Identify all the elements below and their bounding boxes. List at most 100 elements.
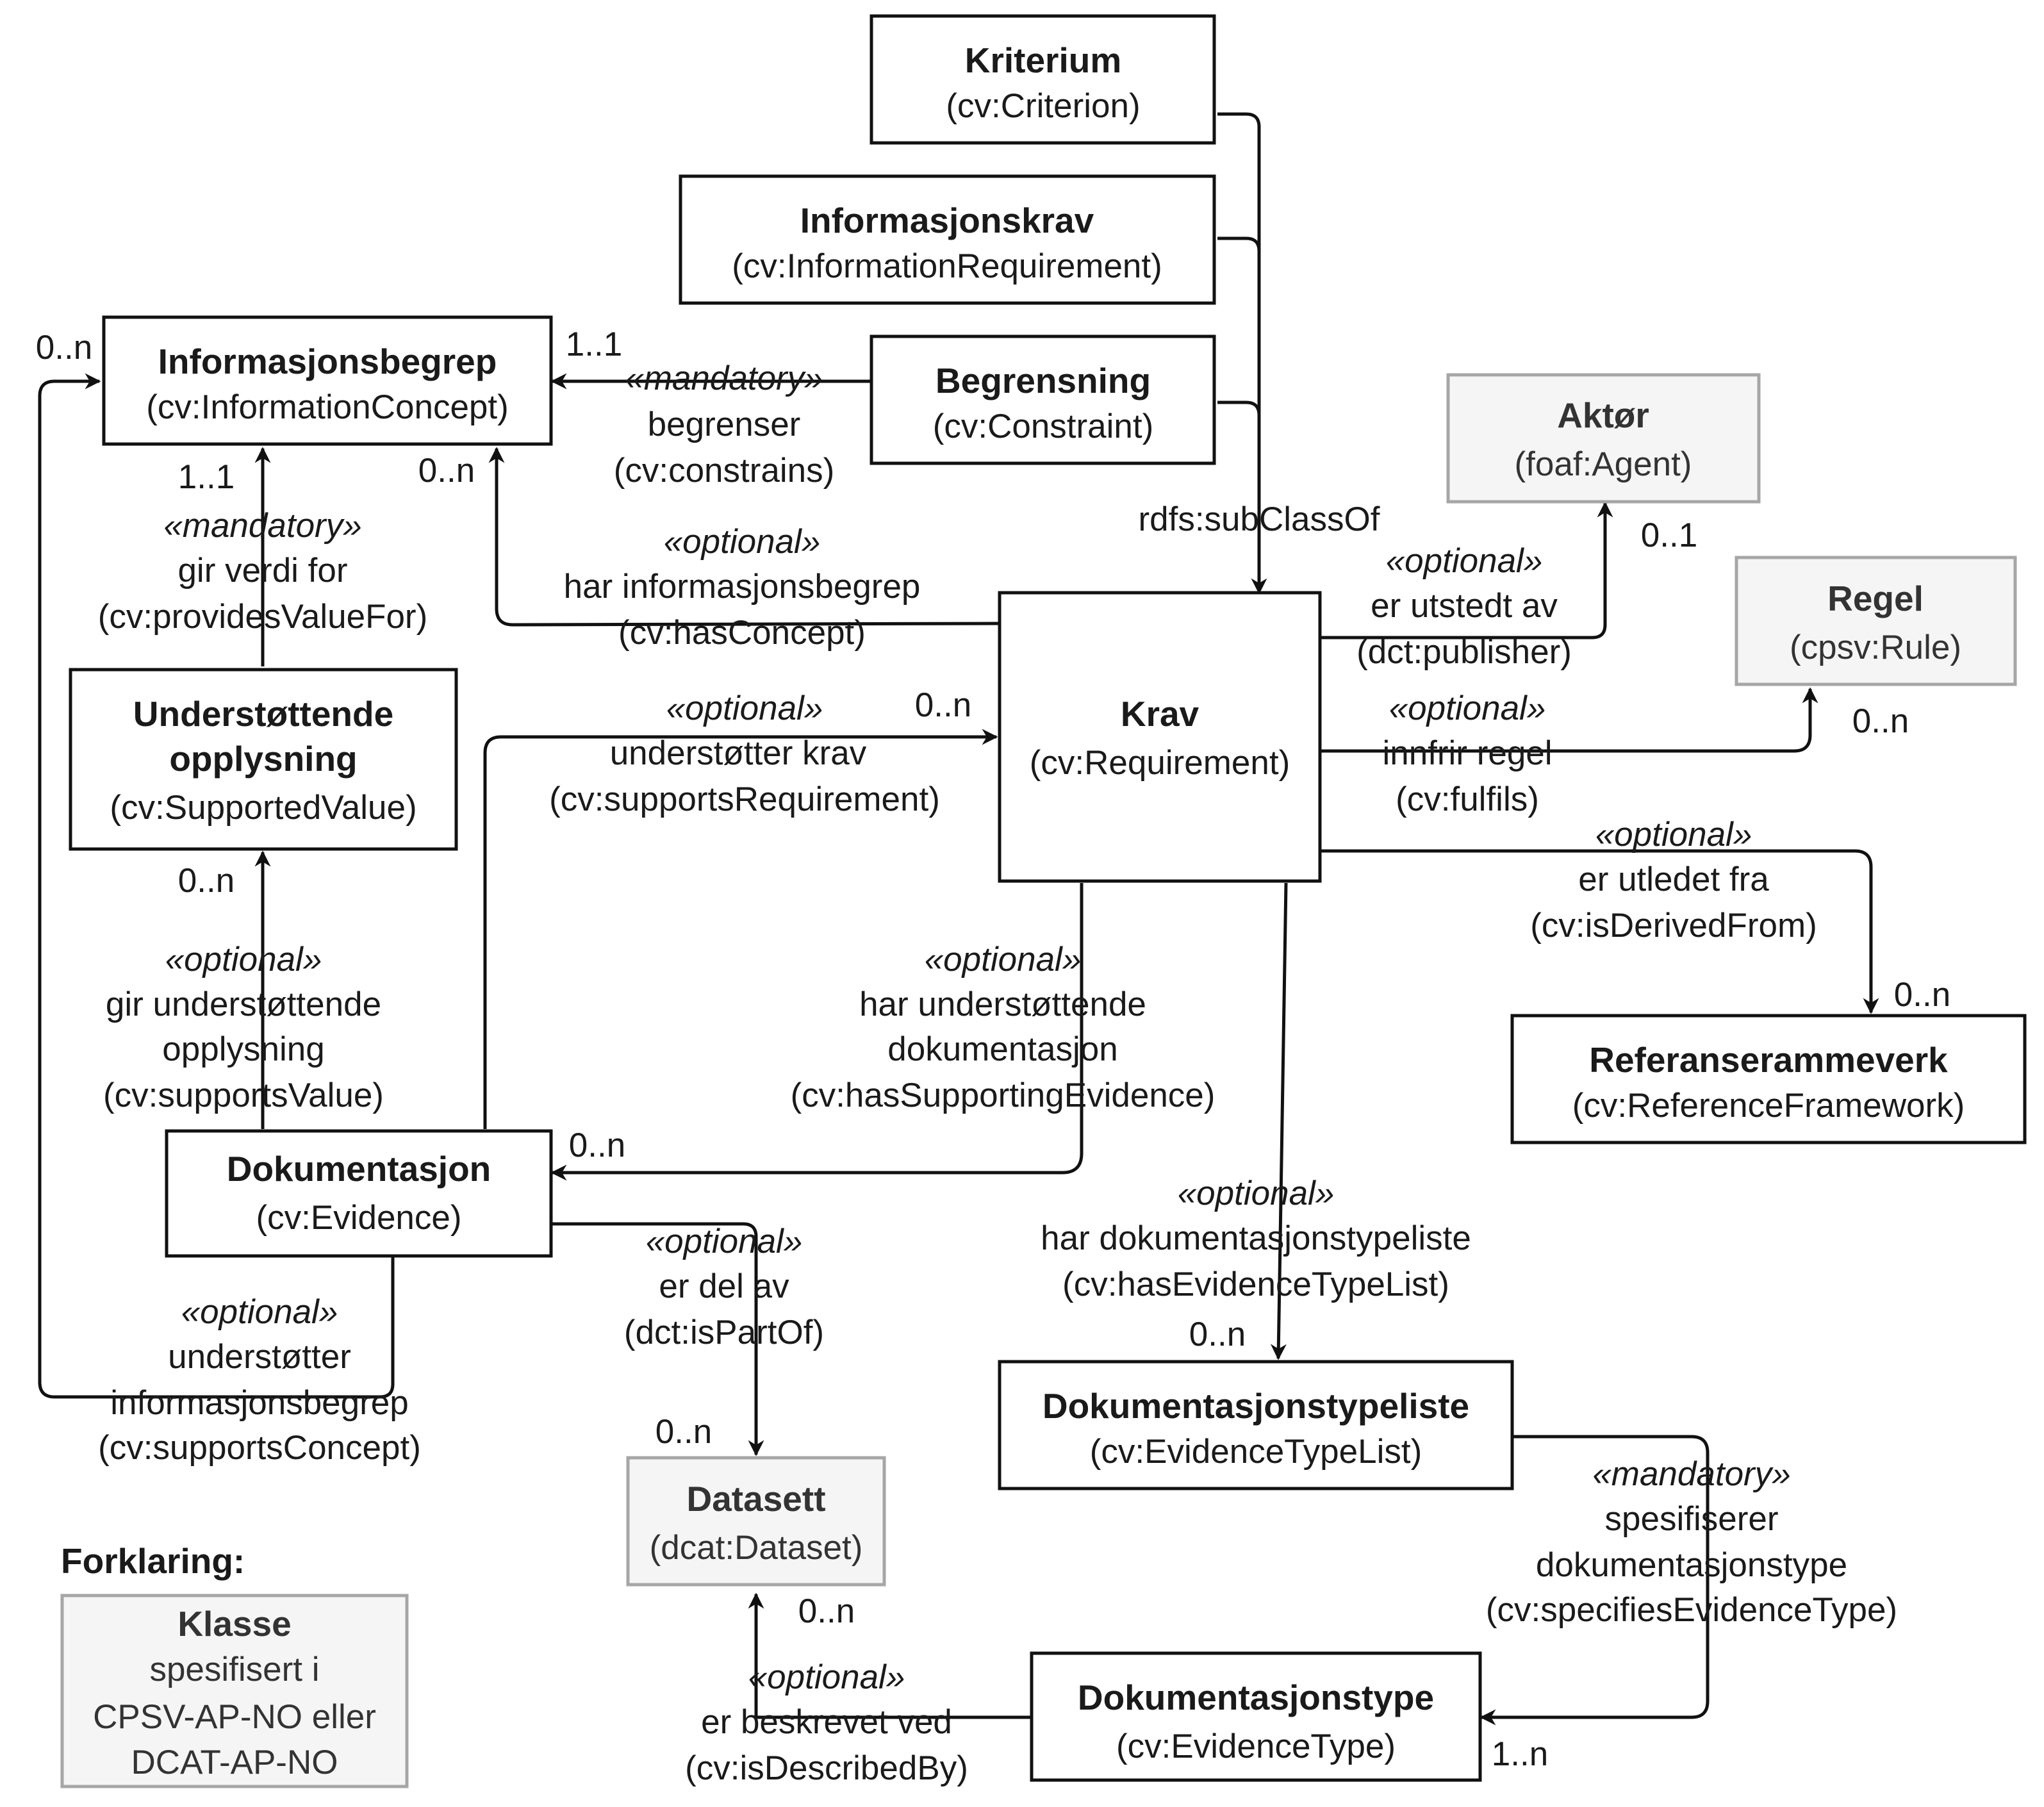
- class-uri: (cv:Evidence): [256, 1199, 461, 1237]
- class-referanserammeverk[interactable]: Referanserammeverk (cv:ReferenceFramewor…: [1510, 1014, 2027, 1144]
- class-uri: (cv:Requirement): [1030, 744, 1290, 782]
- class-kriterium[interactable]: Kriterium (cv:Criterion): [870, 14, 1216, 145]
- class-dokumentasjon[interactable]: Dokumentasjon (cv:Evidence): [165, 1129, 553, 1258]
- multiplicity: 0..n: [418, 452, 475, 490]
- svg-text:er beskrevet ved: er beskrevet ved: [701, 1703, 952, 1741]
- constrains-label: «mandatory» begrenser (cv:constrains) 1.…: [566, 326, 834, 490]
- svg-text:«optional»: «optional»: [1595, 816, 1752, 854]
- class-uri: (cv:Criterion): [946, 87, 1140, 125]
- connectors: [38, 112, 1879, 1726]
- class-name: Regel: [1827, 579, 1924, 618]
- svg-text:(dct:publisher): (dct:publisher): [1356, 633, 1572, 671]
- legend-title: Forklaring:: [61, 1541, 245, 1581]
- supports-requirement-label: «optional» understøtter krav (cv:support…: [549, 686, 971, 818]
- class-datasett[interactable]: Datasett (dcat:Dataset): [626, 1456, 886, 1587]
- svg-text:(dct:isPartOf): (dct:isPartOf): [624, 1314, 824, 1351]
- class-understottende-opplysning[interactable]: Understøttende opplysning (cv:SupportedV…: [69, 668, 458, 851]
- class-uri: (cpsv:Rule): [1790, 629, 1961, 666]
- multiplicity: 0..1: [1641, 516, 1697, 554]
- svg-text:(cv:supportsRequirement): (cv:supportsRequirement): [549, 780, 940, 818]
- svg-text:innfrir regel: innfrir regel: [1382, 734, 1552, 772]
- multiplicity: 1..1: [566, 326, 622, 363]
- class-name: Informasjonskrav: [800, 201, 1094, 240]
- multiplicity: 0..n: [569, 1126, 625, 1164]
- class-name-line2: opplysning: [169, 739, 357, 779]
- evidence-type-list-label: «optional» har dokumentasjonstypeliste (…: [1041, 1175, 1471, 1353]
- svg-text:er utledet fra: er utledet fra: [1578, 861, 1769, 898]
- class-uri: (cv:Constraint): [933, 408, 1154, 445]
- svg-text:har informasjonsbegrep: har informasjonsbegrep: [564, 568, 921, 606]
- svg-text:understøtter: understøtter: [168, 1338, 351, 1376]
- multiplicity: 0..n: [36, 329, 92, 367]
- class-informasjonskrav[interactable]: Informasjonskrav (cv:InformationRequirem…: [679, 174, 1216, 305]
- subclass-line-begrensning: [1217, 400, 1261, 416]
- svg-text:har understøttende: har understøttende: [859, 986, 1146, 1023]
- class-name: Kriterium: [965, 40, 1122, 80]
- svg-text:begrenser: begrenser: [648, 406, 801, 443]
- svg-text:er del av: er del av: [659, 1267, 789, 1305]
- svg-text:har dokumentasjonstypeliste: har dokumentasjonstypeliste: [1041, 1219, 1471, 1257]
- multiplicity: 0..n: [178, 862, 235, 900]
- class-uri: (foaf:Agent): [1515, 445, 1692, 483]
- svg-text:(cv:fulfils): (cv:fulfils): [1396, 780, 1539, 818]
- multiplicity: 0..n: [1894, 976, 1950, 1014]
- svg-text:(cv:supportsValue): (cv:supportsValue): [103, 1077, 384, 1114]
- supports-concept-label: «optional» understøtter informasjonsbegr…: [36, 329, 421, 1467]
- svg-text:«optional»: «optional»: [664, 523, 821, 561]
- svg-text:«optional»: «optional»: [1389, 689, 1546, 727]
- svg-text:dokumentasjon: dokumentasjon: [887, 1030, 1117, 1068]
- has-concept-line: [488, 447, 1000, 627]
- publisher-line: [1321, 501, 1613, 639]
- class-begrensning[interactable]: Begrensning (cv:Constraint): [870, 334, 1216, 465]
- described-by-line: [748, 1592, 1032, 1719]
- multiplicity: 0..n: [1852, 702, 1909, 740]
- svg-text:(cv:hasSupportingEvidence): (cv:hasSupportingEvidence): [791, 1077, 1216, 1114]
- svg-text:informasjonsbegrep: informasjonsbegrep: [110, 1384, 408, 1422]
- svg-text:«optional»: «optional»: [666, 689, 823, 727]
- fulfils-label: «optional» innfrir regel (cv:fulfils) 0.…: [1382, 689, 1909, 818]
- svg-text:«mandatory»: «mandatory»: [625, 359, 823, 397]
- svg-text:opplysning: opplysning: [162, 1030, 324, 1068]
- class-name: Informasjonsbegrep: [158, 342, 497, 381]
- svg-text:gir understøttende: gir understøttende: [106, 986, 381, 1023]
- svg-text:(cv:providesValueFor): (cv:providesValueFor): [98, 598, 427, 636]
- multiplicity: 1..n: [1492, 1735, 1548, 1773]
- class-krav[interactable]: Krav (cv:Requirement): [998, 591, 1322, 883]
- svg-text:(cv:hasConcept): (cv:hasConcept): [618, 614, 866, 652]
- multiplicity: 1..1: [178, 458, 235, 496]
- evidence-type-list-line: [1270, 882, 1288, 1360]
- class-dokumentasjonstype[interactable]: Dokumentasjonstype (cv:EvidenceType): [1030, 1651, 1482, 1782]
- derived-from-line: [1321, 849, 1879, 1014]
- svg-text:«optional»: «optional»: [646, 1223, 803, 1260]
- svg-text:(cv:isDescribedBy): (cv:isDescribedBy): [685, 1749, 968, 1787]
- class-uri: (cv:InformationRequirement): [732, 247, 1162, 285]
- class-informasjonsbegrep[interactable]: Informasjonsbegrep (cv:InformationConcep…: [102, 315, 553, 446]
- svg-text:er utstedt av: er utstedt av: [1371, 587, 1558, 625]
- supporting-evidence-line: [550, 883, 1084, 1181]
- class-uri: (cv:EvidenceType): [1116, 1728, 1396, 1765]
- svg-text:dokumentasjonstype: dokumentasjonstype: [1536, 1546, 1847, 1584]
- svg-text:spesifiserer: spesifiserer: [1605, 1500, 1779, 1538]
- has-concept-label: «optional» har informasjonsbegrep (cv:ha…: [418, 452, 921, 652]
- subclass-label: rdfs:subClassOf: [1138, 500, 1380, 538]
- class-name: Dokumentasjonstypeliste: [1043, 1386, 1469, 1426]
- class-name-line1: Understøttende: [133, 694, 393, 734]
- class-uri: (dcat:Dataset): [650, 1529, 863, 1567]
- svg-text:«optional»: «optional»: [925, 941, 1082, 978]
- class-dokumentasjonstypeliste[interactable]: Dokumentasjonstypeliste (cv:EvidenceType…: [998, 1360, 1514, 1490]
- svg-text:(cv:specifiesEvidenceType): (cv:specifiesEvidenceType): [1486, 1591, 1897, 1629]
- class-name: Referanserammeverk: [1589, 1040, 1948, 1080]
- class-aktor[interactable]: Aktør (foaf:Agent): [1446, 373, 1761, 504]
- legend-box: [60, 1594, 409, 1788]
- svg-text:understøtter krav: understøtter krav: [610, 734, 867, 772]
- legend-line1: Klasse: [177, 1604, 291, 1644]
- class-name: Aktør: [1557, 395, 1649, 435]
- class-regel[interactable]: Regel (cpsv:Rule): [1735, 556, 2017, 686]
- part-of-line: [552, 1222, 764, 1456]
- svg-text:(cv:hasEvidenceTypeList): (cv:hasEvidenceTypeList): [1062, 1266, 1449, 1303]
- legend: Forklaring: Klasse spesifisert i CPSV-AP…: [60, 1541, 409, 1788]
- legend-line4: DCAT-AP-NO: [131, 1744, 338, 1781]
- part-of-label: «optional» er del av (dct:isPartOf) 0..n: [624, 1223, 824, 1451]
- svg-text:«optional»: «optional»: [748, 1658, 905, 1696]
